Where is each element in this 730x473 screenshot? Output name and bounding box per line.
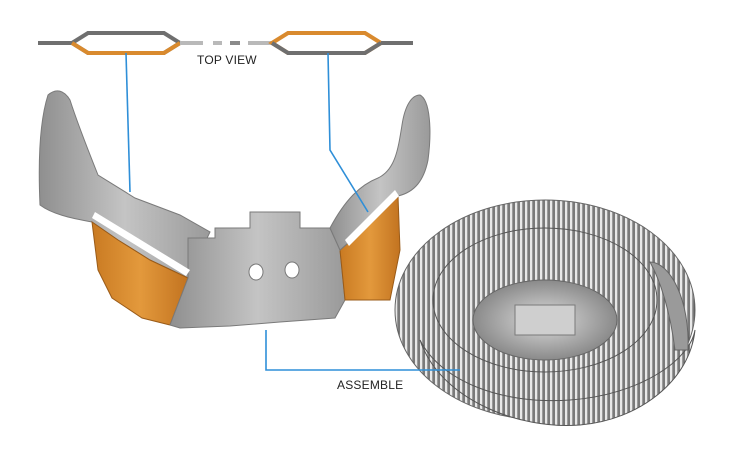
- leader-line-left: [125, 52, 131, 193]
- slot-left: [92, 212, 190, 276]
- leader-lines: [125, 52, 460, 371]
- right-wing: [329, 94, 431, 251]
- left-wing: [38, 90, 211, 279]
- profile-hex-left-copper: [70, 41, 182, 55]
- bent-sheet-illustration: [38, 90, 431, 329]
- cooler-front-fins: [419, 329, 696, 427]
- mount-hole-right: [284, 261, 300, 279]
- cooler-right-edge: [649, 261, 689, 351]
- mount-hole-left: [248, 263, 264, 281]
- profile-hex-right-gray: [270, 41, 383, 55]
- profile-hex-right: [268, 31, 385, 55]
- top-view-label: TOP VIEW: [197, 53, 257, 67]
- cooler-core: [514, 304, 576, 336]
- profile-hex-left: [68, 31, 184, 55]
- assemble-label: ASSEMBLE: [337, 378, 404, 392]
- leader-line-assemble: [265, 330, 460, 371]
- top-view-profile: [38, 31, 413, 55]
- leader-line-right: [327, 52, 369, 213]
- slot-right: [345, 190, 399, 246]
- cooler-illustration: [394, 199, 696, 427]
